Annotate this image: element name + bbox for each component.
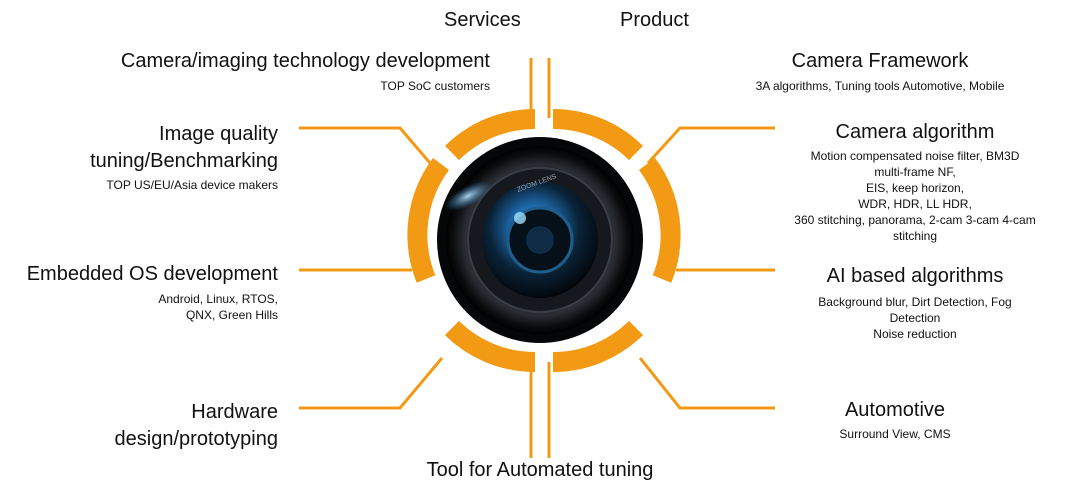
lens-highlight <box>514 212 526 224</box>
connector-lines <box>299 58 775 458</box>
right-item-2-subtitle-line-3: EIS, keep horizon, <box>865 181 965 195</box>
right-item-2-subtitle-line-4: WDR, HDR, LL HDR, <box>858 197 972 211</box>
connector-right-1 <box>646 126 775 165</box>
right-item-4-title: Automotive <box>844 399 946 421</box>
lens-center <box>526 226 554 254</box>
ring-segment-top-right <box>552 108 644 161</box>
right-item-2-subtitle-line-1: Motion compensated noise filter, BM3D <box>810 149 1020 163</box>
right-item-3-subtitle-line-2: Detection <box>889 311 941 325</box>
camera-lens: ZOOM LENS <box>437 137 643 343</box>
right-item-2-subtitle-line-5: 360 stitching, panorama, 2-cam 3-cam 4-c… <box>794 213 1036 227</box>
left-item-4-title-line-2: design/prototyping <box>114 428 278 450</box>
left-item-3-subtitle-line-2: QNX, Green Hills <box>185 308 278 322</box>
ring-segment-bottom-right <box>552 320 644 373</box>
left-item-2-title-line-2: tuning/Benchmarking <box>90 150 278 172</box>
right-item-3-subtitle-line-3: Noise reduction <box>873 327 957 341</box>
left-item-3-subtitle-line-1: Android, Linux, RTOS, <box>158 292 278 306</box>
ring-segment-bottom-left <box>444 320 536 373</box>
connector-left-1 <box>299 126 432 164</box>
ring-segment-top-left <box>444 108 536 161</box>
right-item-2-subtitle-line-6: stitching <box>892 229 938 243</box>
ring-segment-right <box>638 158 681 283</box>
connector-right-3 <box>638 357 775 410</box>
left-item-2-subtitle: TOP US/EU/Asia device makers <box>106 178 278 192</box>
left-item-4-title-line-1: Hardware <box>191 401 278 423</box>
left-item-2-title-line-1: Image quality <box>159 123 278 145</box>
left-item-3-title: Embedded OS development <box>26 263 278 285</box>
label-product: Product <box>620 9 689 31</box>
connector-left-3 <box>299 357 444 410</box>
right-item-2-title: Camera algorithm <box>835 121 995 143</box>
left-item-1-subtitle: TOP SoC customers <box>380 79 490 93</box>
ring-segment-left <box>407 158 450 283</box>
right-item-3-subtitle-line-1: Background blur, Dirt Detection, Fog <box>818 295 1012 309</box>
left-item-1-title: Camera/imaging technology development <box>120 50 490 72</box>
label-tool-automated-tuning: Tool for Automated tuning <box>426 459 654 481</box>
right-item-1-title: Camera Framework <box>791 50 969 72</box>
right-item-1-subtitle: 3A algorithms, Tuning tools Automotive, … <box>755 79 1005 93</box>
orange-ring <box>407 108 681 373</box>
right-item-3-title: AI based algorithms <box>826 265 1004 287</box>
label-services: Services <box>444 9 521 31</box>
right-item-2-subtitle-line-2: multi-frame NF, <box>874 165 956 179</box>
lens-flare <box>444 180 492 212</box>
right-item-4-subtitle: Surround View, CMS <box>839 427 951 441</box>
